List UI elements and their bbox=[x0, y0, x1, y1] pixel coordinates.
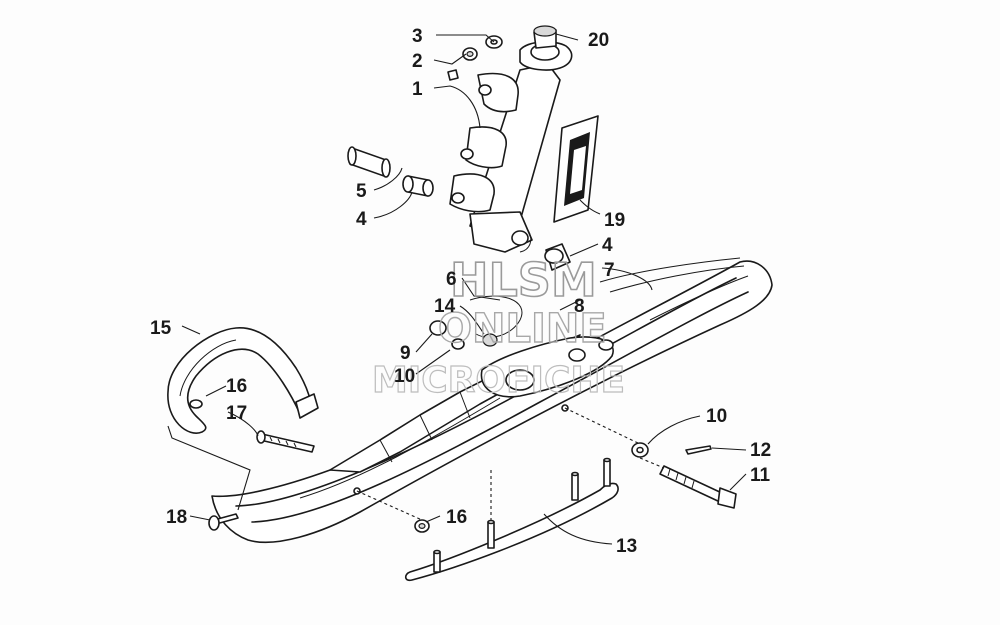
callout-15: 15 bbox=[150, 318, 172, 339]
callout-2: 2 bbox=[412, 51, 423, 72]
callout-20: 20 bbox=[588, 30, 609, 51]
callout-4-left: 4 bbox=[356, 209, 367, 230]
carbide-runner-part bbox=[404, 457, 619, 582]
watermark-line-1: HLSM bbox=[450, 253, 597, 307]
callout-19: 19 bbox=[604, 210, 625, 231]
bushings bbox=[347, 146, 571, 271]
callout-3: 3 bbox=[412, 26, 423, 47]
callout-17: 17 bbox=[226, 403, 247, 424]
callout-10-left: 10 bbox=[394, 366, 415, 387]
callout-6: 6 bbox=[446, 269, 457, 290]
callout-16-bottom: 16 bbox=[446, 507, 467, 528]
bolts bbox=[208, 320, 737, 533]
callout-10-right: 10 bbox=[706, 406, 727, 427]
callout-4-right: 4 bbox=[602, 235, 613, 256]
ski-loop-part bbox=[167, 327, 319, 434]
watermark-line-3: MICROFICHE bbox=[372, 360, 625, 401]
watermark: HLSM ONLINE MICROFICHE bbox=[371, 252, 625, 401]
callout-12: 12 bbox=[750, 440, 771, 461]
watermark-line-2: ONLINE bbox=[438, 306, 607, 352]
callout-7: 7 bbox=[604, 260, 615, 281]
ski-part bbox=[211, 257, 773, 544]
callout-labels: 3 2 1 20 5 4 19 4 7 6 8 14 9 10 15 16 17… bbox=[150, 26, 771, 557]
callout-5: 5 bbox=[356, 181, 367, 202]
callout-18: 18 bbox=[166, 507, 187, 528]
decal-part bbox=[553, 115, 599, 223]
leader-lines bbox=[167, 33, 747, 545]
callout-13: 13 bbox=[616, 536, 637, 557]
callout-9: 9 bbox=[400, 343, 411, 364]
callout-8: 8 bbox=[574, 296, 585, 317]
callout-16-top: 16 bbox=[226, 376, 247, 397]
callout-14: 14 bbox=[434, 296, 456, 317]
spindle-part bbox=[449, 25, 573, 253]
callout-1: 1 bbox=[412, 79, 423, 100]
callout-11: 11 bbox=[750, 465, 771, 486]
